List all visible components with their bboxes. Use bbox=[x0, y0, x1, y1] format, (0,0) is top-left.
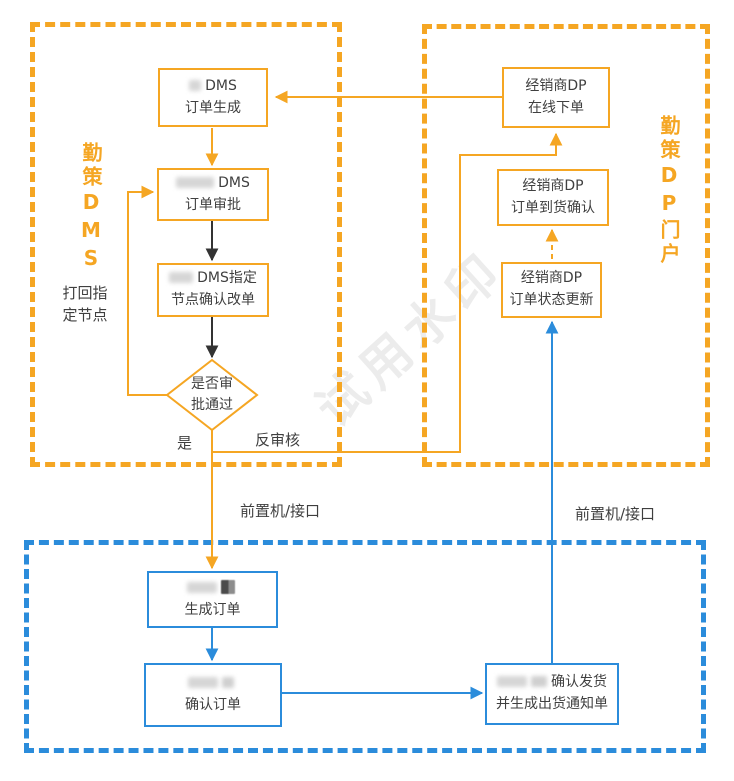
label-front-interface-right: 前置机/接口 bbox=[575, 505, 656, 523]
redacted-text bbox=[531, 676, 547, 688]
node-dp-status-update: 经销商DP 订单状态更新 bbox=[501, 262, 602, 318]
node-ext-confirm-order: 确认订单 bbox=[144, 663, 282, 727]
decision-diamond-shape bbox=[165, 358, 259, 432]
redacted-text bbox=[188, 677, 218, 689]
redacted-logo bbox=[220, 579, 235, 594]
label-front-interface-left: 前置机/接口 bbox=[240, 502, 321, 520]
node-dms-node-confirm-modify: DMS指定 节点确认改单 bbox=[157, 263, 269, 317]
redacted-text bbox=[222, 677, 234, 689]
node-ext-generate-order: 生成订单 bbox=[147, 571, 278, 628]
arrow-reject-loop bbox=[127, 185, 167, 396]
label-reverse-audit: 反审核 bbox=[255, 431, 301, 449]
group-dp-label: 勤策DP门户 bbox=[657, 115, 681, 267]
node-decision-approval-passed: 是否审 批通过 bbox=[191, 376, 233, 413]
group-external-system-border bbox=[24, 540, 706, 753]
label-yes: 是 bbox=[177, 434, 193, 452]
group-dms-border bbox=[30, 22, 342, 467]
arrow-reverse-audit bbox=[212, 132, 563, 453]
node-ext-confirm-shipment: 确认发货 并生成出货通知单 bbox=[485, 663, 619, 725]
redacted-text bbox=[169, 272, 194, 284]
redacted-text bbox=[186, 581, 217, 593]
node-dp-online-order: 经销商DP 在线下单 bbox=[502, 67, 610, 128]
redacted-text bbox=[497, 676, 527, 688]
label-reject-to-node: 打回指 定节点 bbox=[62, 284, 108, 324]
node-dp-arrival-confirm: 经销商DP 订单到货确认 bbox=[497, 169, 609, 226]
redacted-text bbox=[189, 79, 202, 91]
group-dms-label: 勤策DMS bbox=[79, 142, 103, 274]
node-dms-order-generate: DMS 订单生成 bbox=[158, 68, 268, 127]
node-dms-order-approve: DMS 订单审批 bbox=[157, 168, 269, 221]
redacted-text bbox=[176, 176, 215, 188]
group-dp-border bbox=[422, 24, 710, 467]
